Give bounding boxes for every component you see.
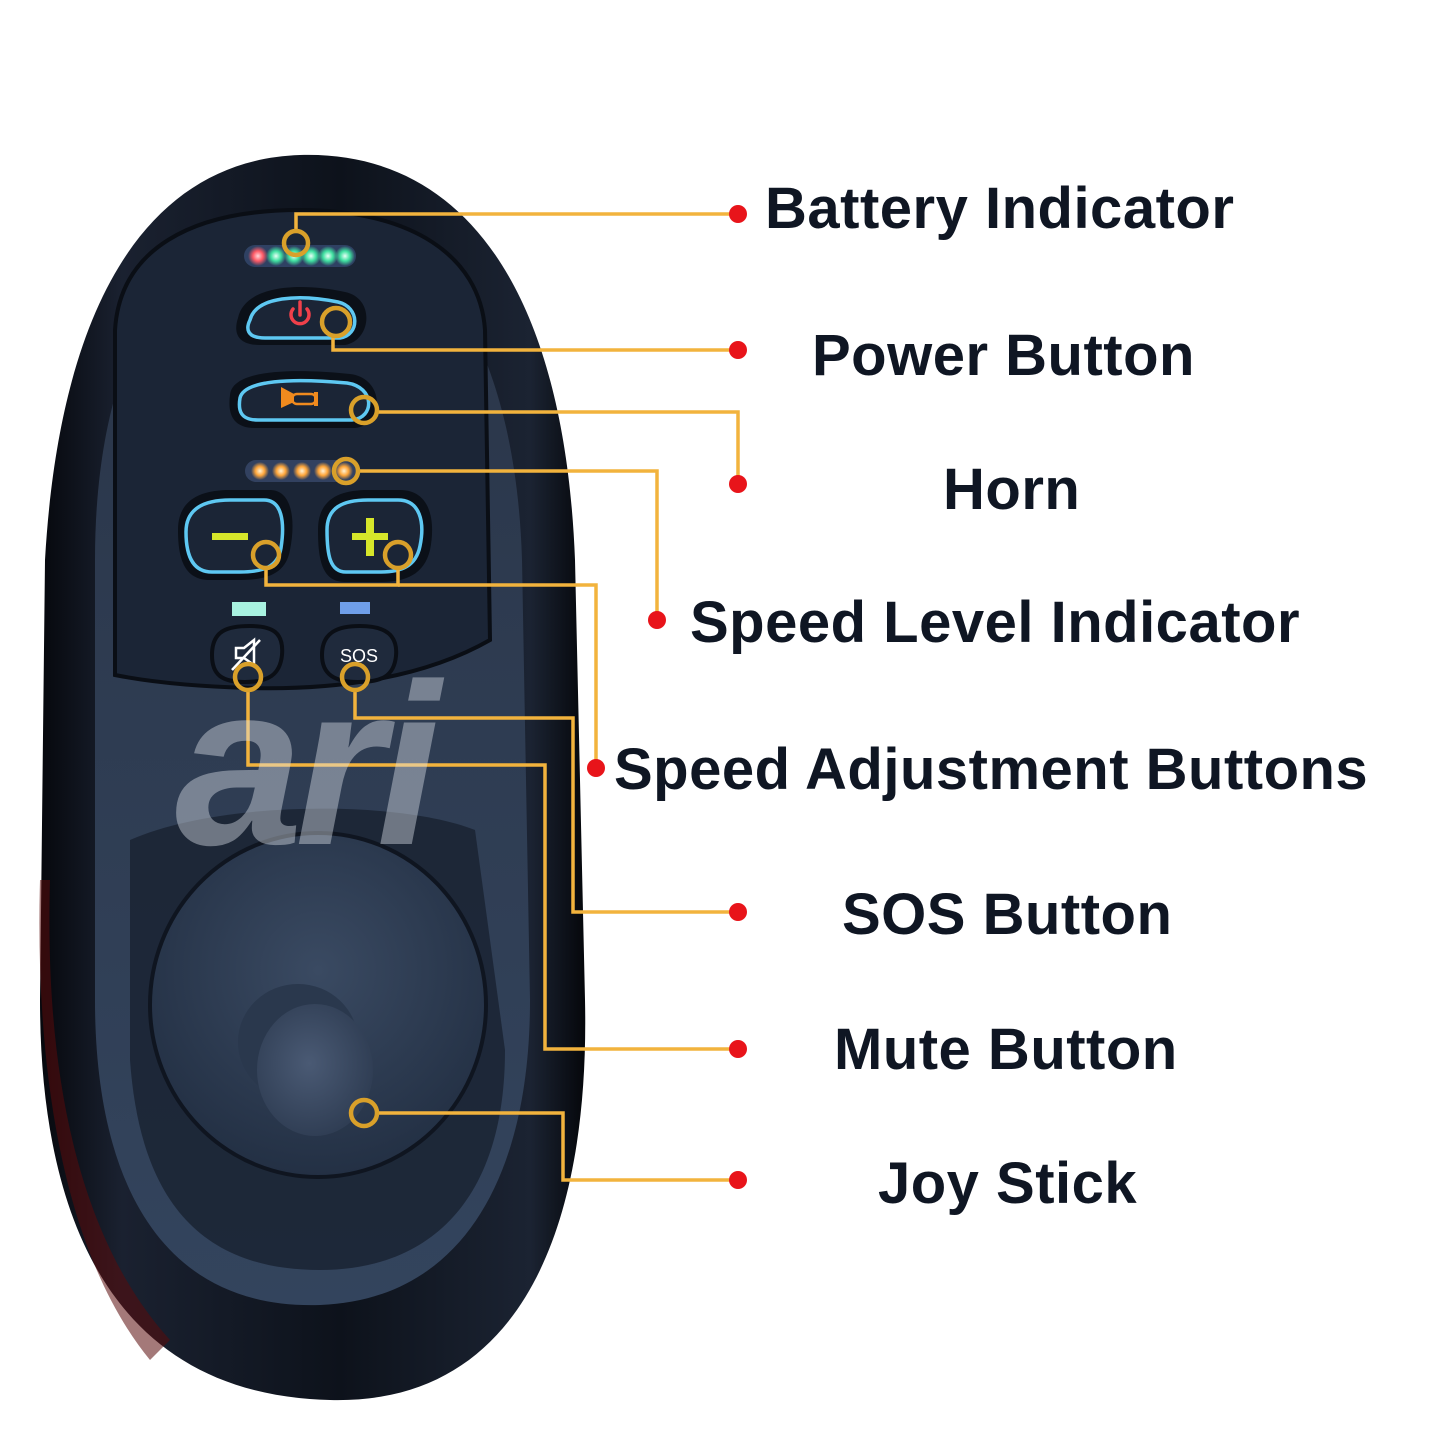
marker-joystick [348, 1097, 380, 1129]
connector-speed-adjust [264, 568, 400, 587]
marker-rings [232, 228, 414, 1129]
sos-led [340, 602, 370, 614]
marker-speed-minus [250, 539, 282, 571]
dot-sos [729, 903, 747, 921]
label-joy-stick: Joy Stick [878, 1151, 1138, 1216]
power-button [246, 296, 357, 340]
horn-icon [281, 387, 318, 408]
connector-sos [353, 690, 738, 914]
mute-led [232, 602, 266, 616]
connector-joystick [376, 1111, 738, 1182]
joystick-knob [257, 1004, 373, 1136]
label-battery-indicator: Battery Indicator [765, 176, 1235, 241]
dot-speed-level [648, 611, 666, 629]
marker-horn [348, 394, 380, 426]
label-sos-button: SOS Button [842, 882, 1173, 947]
plus-icon [352, 518, 388, 556]
sos-button-label: SOS [340, 646, 378, 666]
marker-speed-level [331, 456, 361, 486]
endpoint-dots [587, 205, 747, 1189]
power-icon [289, 300, 311, 326]
connector-speed-level [357, 469, 659, 620]
marker-mute [232, 661, 264, 693]
horn-button [237, 378, 371, 422]
marker-sos [339, 661, 371, 693]
button-panel [113, 207, 493, 691]
connector-battery [294, 212, 738, 232]
dot-speed-adjust [587, 759, 605, 777]
label-speed-adjustment-buttons: Speed Adjustment Buttons [614, 737, 1369, 802]
label-power-button: Power Button [812, 323, 1195, 388]
label-horn: Horn [943, 457, 1081, 522]
label-mute-button: Mute Button [834, 1017, 1178, 1082]
minus-icon [212, 533, 248, 540]
dot-mute [729, 1040, 747, 1058]
marker-power [319, 305, 353, 339]
label-speed-level-indicator: Speed Level Indicator [690, 590, 1301, 655]
connector-horn [378, 410, 740, 484]
marker-battery [281, 228, 311, 258]
connector-lines [246, 212, 740, 1182]
dot-joystick [729, 1171, 747, 1189]
connector-mute [246, 690, 738, 1051]
dot-battery [729, 205, 747, 223]
connector-power [331, 334, 738, 352]
marker-speed-plus [382, 539, 414, 571]
dot-horn [729, 475, 747, 493]
dot-power [729, 341, 747, 359]
